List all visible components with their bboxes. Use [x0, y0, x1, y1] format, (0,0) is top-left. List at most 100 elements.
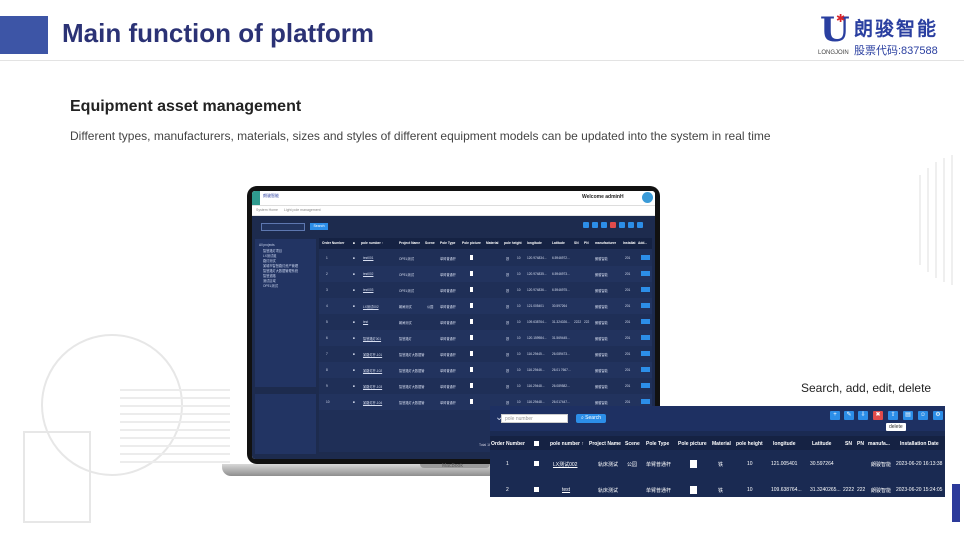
mini-cell-pole[interactable]: test003 [363, 288, 374, 292]
mini-row-checkbox[interactable]: ■ [353, 304, 355, 308]
pole-picture-thumbnail[interactable] [690, 460, 697, 468]
mini-row-edit-button[interactable] [641, 399, 650, 404]
mini-add-icon[interactable] [583, 222, 589, 228]
col-header-pole-type[interactable]: Pole Type [646, 441, 670, 447]
mini-row-edit-button[interactable] [641, 351, 650, 356]
breadcrumb-home[interactable]: System Home [256, 208, 278, 212]
select-all-checkbox[interactable] [534, 441, 539, 446]
tree-item[interactable]: 某城市智慧路灯资产管理 [263, 264, 299, 268]
chevron-down-icon[interactable]: ⌄ [495, 412, 504, 423]
mini-row-edit-button[interactable] [641, 383, 650, 388]
mini-col-header[interactable]: Installat [623, 241, 636, 245]
mini-col-header[interactable]: longitude [527, 241, 542, 245]
mini-delete-icon[interactable] [610, 222, 616, 228]
cell-pole-number-link[interactable]: test [562, 487, 571, 493]
table-row[interactable]: 1 LX测试002 轨床测试 公园 单臂普通杆 铁 10 121.005401 … [490, 452, 945, 474]
mini-pole-picture[interactable] [470, 335, 473, 340]
pole-picture-thumbnail[interactable] [690, 486, 697, 494]
mini-pole-picture[interactable] [470, 271, 473, 276]
cell-pole-number-link[interactable]: LX测试002 [553, 462, 578, 468]
mini-row-edit-button[interactable] [641, 335, 650, 340]
mini-print-icon[interactable] [628, 222, 634, 228]
tree-item[interactable]: 测试区域 [263, 279, 276, 283]
col-header-material[interactable]: Material [712, 441, 731, 447]
mini-col-header[interactable]: ■ [353, 241, 355, 245]
mini-pole-picture[interactable] [470, 367, 473, 372]
mini-cell-pole[interactable]: 某路灯杆-103 [363, 385, 383, 389]
mini-col-header[interactable]: Material [486, 241, 499, 245]
mini-col-header[interactable]: Pole picture [462, 241, 481, 245]
pole-number-search-input[interactable]: pole number [501, 414, 568, 423]
mini-col-header[interactable]: Pole Type [440, 241, 456, 245]
mini-row-edit-button[interactable] [641, 367, 650, 372]
col-header-manufacturer[interactable]: manufa... [868, 441, 890, 447]
tree-item[interactable]: 路灯测试 [263, 259, 276, 263]
edit-icon[interactable]: ✎ [844, 411, 854, 420]
mini-search-input[interactable] [261, 223, 305, 231]
col-header-scene[interactable]: Scene [625, 441, 640, 447]
mini-col-header[interactable]: pole number ↑ [361, 241, 384, 245]
mini-col-header[interactable]: Project Name [399, 241, 421, 245]
col-header-longitude[interactable]: longitude [773, 441, 796, 447]
mini-col-header[interactable]: manufacturer [595, 241, 617, 245]
mini-row-checkbox[interactable]: ■ [353, 288, 355, 292]
mini-col-header[interactable]: SN [574, 241, 579, 245]
search-button[interactable]: ⌕ Search [576, 414, 606, 423]
mini-cell-pole[interactable]: 某路灯杆-102 [363, 369, 383, 373]
mini-row-checkbox[interactable]: ■ [353, 352, 355, 356]
col-header-sn[interactable]: SN [845, 441, 852, 447]
mini-cell-pole[interactable]: 某路灯杆-101 [363, 353, 383, 357]
mini-pole-picture[interactable] [470, 351, 473, 356]
mini-cell-pole[interactable]: test [363, 320, 369, 324]
tree-item[interactable]: 智慧路灯项目 [263, 249, 283, 253]
mini-col-header[interactable]: Add... [638, 241, 648, 245]
mini-export-icon[interactable] [619, 222, 625, 228]
settings-icon[interactable]: ⚙ [933, 411, 943, 420]
table-row[interactable]: 2 test 轨床测试 单臂普通杆 铁 10 109.638764... 31.… [490, 478, 945, 497]
mini-menu-icon[interactable] [252, 191, 260, 205]
tree-item[interactable]: 智慧道路 [263, 274, 276, 278]
tree-item[interactable]: LX测试组 [263, 254, 277, 258]
mini-cell-pole[interactable]: LX测试002 [363, 305, 379, 309]
mini-pole-picture[interactable] [470, 399, 473, 404]
mini-col-header[interactable]: Scene [425, 241, 435, 245]
col-header-order-number[interactable]: Order Number [491, 441, 525, 447]
col-header-pole-number[interactable]: pole number ↑ [550, 441, 584, 447]
mini-search-button[interactable]: Search [310, 223, 328, 230]
mini-row-checkbox[interactable]: ■ [353, 400, 355, 404]
mini-col-header[interactable]: pole height [504, 241, 522, 245]
tree-item[interactable]: OPEL测试 [263, 284, 278, 288]
mini-pole-picture[interactable] [470, 255, 473, 260]
export-icon[interactable]: ⇧ [888, 411, 898, 420]
mini-row-checkbox[interactable]: ■ [353, 336, 355, 340]
col-header-pn[interactable]: PN [857, 441, 864, 447]
mini-pole-picture[interactable] [470, 287, 473, 292]
mini-row-checkbox[interactable]: ■ [353, 256, 355, 260]
col-header-pole-picture[interactable]: Pole picture [678, 441, 707, 447]
mini-row-checkbox[interactable]: ■ [353, 384, 355, 388]
mini-row-checkbox[interactable]: ■ [353, 272, 355, 276]
mini-cell-pole[interactable]: 某路灯杆-104 [363, 401, 383, 405]
mini-row-checkbox[interactable]: ■ [353, 368, 355, 372]
mini-cell-pole[interactable]: test002 [363, 272, 374, 276]
mini-row-edit-button[interactable] [641, 271, 650, 276]
mini-row-edit-button[interactable] [641, 287, 650, 292]
col-header-latitude[interactable]: Latitude [812, 441, 832, 447]
row-checkbox[interactable] [534, 487, 539, 492]
col-header-pole-height[interactable]: pole height [736, 441, 763, 447]
mini-col-header[interactable]: PN [584, 241, 589, 245]
mini-pole-picture[interactable] [470, 383, 473, 388]
mini-cell-pole[interactable]: 智慧路灯001 [363, 337, 382, 341]
import-icon[interactable]: ⇩ [858, 411, 868, 420]
row-checkbox[interactable] [534, 461, 539, 466]
mini-row-edit-button[interactable] [641, 255, 650, 260]
col-header-installation-date[interactable]: Installation Date [900, 441, 939, 447]
